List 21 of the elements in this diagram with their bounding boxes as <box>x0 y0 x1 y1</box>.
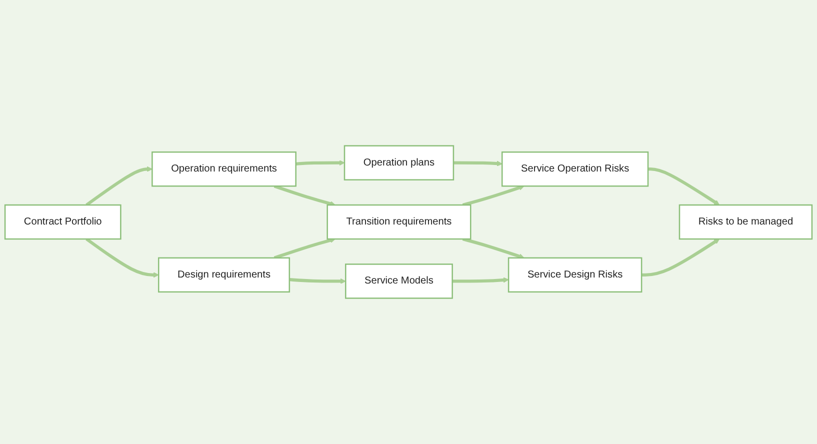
node-box: Service Models <box>345 264 453 299</box>
arrow <box>86 166 152 206</box>
node-box: Design requirements <box>158 257 290 293</box>
arrow <box>274 238 336 260</box>
arrow <box>86 238 159 278</box>
node-box: Operation requirements <box>152 151 296 187</box>
node-box: Contract Portfolio <box>4 204 122 240</box>
arrow <box>642 238 720 276</box>
arrow <box>462 185 524 207</box>
node-box: Transition requirements <box>326 204 472 240</box>
arrow <box>648 168 720 206</box>
arrow <box>296 160 345 166</box>
arrow <box>453 160 502 166</box>
arrow <box>462 237 524 259</box>
arrow <box>452 277 509 283</box>
arrow <box>274 184 336 206</box>
node-box: Risks to be managed <box>678 204 813 240</box>
node-box: Service Operation Risks <box>501 151 649 187</box>
arrow <box>289 278 346 284</box>
node-box: Operation plans <box>344 145 454 180</box>
node-box: Service Design Risks <box>508 257 642 293</box>
